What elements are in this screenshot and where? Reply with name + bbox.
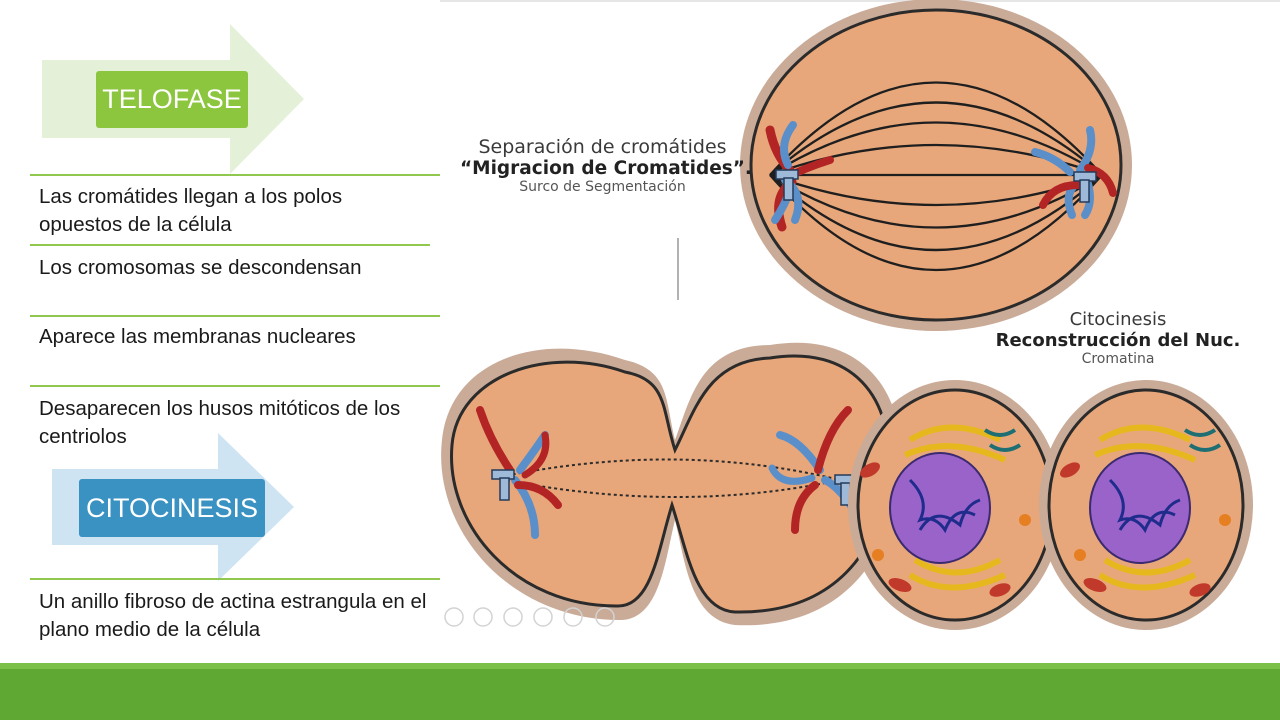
mitosis-figure: Separación de cromátides “Migracion de C…: [440, 0, 1280, 635]
bullet-nuclear-membranes: Aparece las membranas nucleares: [39, 325, 356, 348]
label-cytokinesis: Citocinesis Reconstrucción del Nuc. Crom…: [995, 309, 1241, 367]
divider: [30, 385, 440, 387]
bullet-chromatids-poles: Las cromátides llegan a los polos opuest…: [39, 185, 343, 236]
bottom-accent-bar: [0, 663, 1280, 720]
divider: [30, 174, 440, 176]
bullet-spindles-disappear: Desaparecen los husos mitóticos de los c…: [39, 397, 401, 448]
citocinesis-tag: CITOCINESIS: [79, 479, 265, 537]
label-chromatid-separation: Separación de cromátides “Migracion de C…: [460, 136, 752, 195]
divider: [30, 578, 440, 580]
divider: [30, 244, 430, 246]
centriole-left: [775, 169, 799, 201]
centriole-right: [1073, 171, 1097, 203]
dividing-cell: [450, 354, 891, 614]
bottom-accent-line: [0, 663, 1280, 669]
divider: [30, 315, 440, 317]
bullet-actin-ring: Un anillo fibroso de actina estrangula e…: [39, 590, 427, 641]
telofase-tag: TELOFASE: [96, 71, 248, 128]
bullet-chromosomes-decondense: Los cromosomas se descondensan: [39, 256, 362, 279]
nucleus-left: [889, 452, 991, 564]
top-cell: [749, 8, 1123, 322]
daughter-cells: [848, 380, 1253, 630]
nucleus-right: [1089, 452, 1191, 564]
slide-controls: [444, 607, 615, 627]
